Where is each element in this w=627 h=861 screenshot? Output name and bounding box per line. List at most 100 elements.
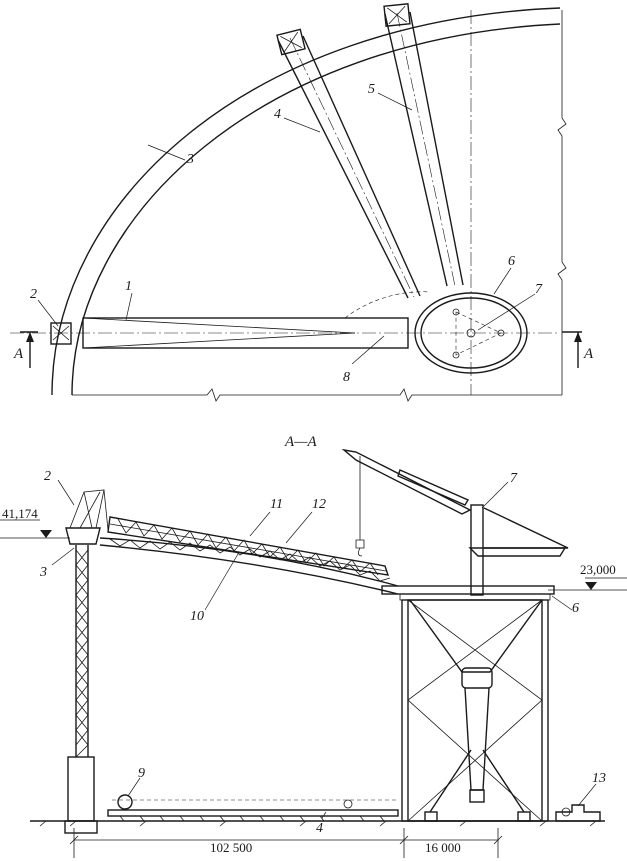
- truss-10-lower: [99, 544, 399, 595]
- platform-6-outer: [414, 292, 528, 374]
- truss-12-chord: [109, 523, 387, 572]
- mast-platform: [468, 547, 567, 557]
- support-frame-inner: [407, 599, 543, 822]
- tower-head-frame: [69, 489, 105, 529]
- label-4: 4: [274, 107, 281, 122]
- leader-2: [37, 299, 59, 327]
- section-marker-right: [562, 331, 582, 368]
- leg-foot-left: [424, 811, 438, 822]
- leader-4: [283, 117, 321, 133]
- tower-head-2: [65, 527, 101, 545]
- leg-struts: [429, 749, 525, 813]
- label-7: 7: [535, 282, 543, 297]
- s-leader-7: [481, 481, 509, 509]
- s-leader-9: [127, 777, 141, 797]
- platform-6-inner: [420, 297, 522, 369]
- s-label-12: 12: [312, 497, 326, 512]
- section-label-left: A: [13, 346, 24, 362]
- swing-arc-8: [344, 291, 431, 319]
- ring-joint-4: [276, 28, 306, 56]
- girder-1-taper-bottom: [82, 332, 356, 349]
- mast-7-node-c: [452, 351, 460, 359]
- ring-joint-5: [383, 3, 411, 27]
- tower-lattice: [75, 549, 89, 758]
- mast-7: [470, 504, 484, 596]
- s-leader-13: [577, 783, 597, 807]
- track-4: [107, 809, 399, 817]
- dimension-span: 102 500: [210, 840, 252, 855]
- s-leader-2: [57, 479, 75, 506]
- label-2: 2: [30, 287, 37, 302]
- truss-11-web: [117, 518, 379, 576]
- leader-6: [493, 267, 512, 295]
- dimension-ticks: [69, 835, 503, 845]
- bogie-small: [343, 799, 353, 809]
- elevation-top-value: 41,174: [2, 506, 38, 521]
- ring-inner-arc: [71, 23, 561, 396]
- s-label-6: 6: [572, 601, 579, 616]
- dimension-base: 16 000: [425, 840, 461, 855]
- girder-1-taper-top: [82, 317, 356, 334]
- jib-counterweight: [397, 469, 470, 506]
- winch-13-drum: [561, 807, 571, 817]
- mast-7-node-a: [452, 308, 460, 316]
- central-column: [464, 687, 490, 791]
- leader-5: [377, 92, 413, 111]
- truss-4-edge-a: [277, 39, 409, 299]
- leader-3: [147, 144, 186, 161]
- truss-5-edge-b: [409, 11, 464, 286]
- tower-base: [67, 756, 95, 822]
- hopper-top: [409, 599, 543, 673]
- s-label-7: 7: [510, 471, 518, 486]
- s-leader-6: [551, 595, 573, 611]
- truss-5-edge-a: [384, 13, 448, 287]
- truss-11-12: [107, 516, 390, 576]
- bogie-9: [117, 794, 133, 810]
- ring-support-2-cross: [52, 325, 70, 341]
- winch-13: [555, 804, 601, 822]
- truss-4-axis: [289, 37, 415, 298]
- plan-break-line-right: [557, 10, 567, 395]
- s-label-9: 9: [138, 766, 145, 781]
- s-leader-4: [321, 811, 327, 819]
- tower-foundation: [64, 820, 98, 834]
- mast-7-node-b: [497, 329, 505, 337]
- platform-6: [381, 585, 555, 595]
- s-label-10: 10: [190, 609, 204, 624]
- mast-7-triangle: [455, 311, 502, 356]
- s-leader-11: [249, 511, 271, 537]
- s-label-11: 11: [270, 497, 283, 512]
- plan-break-line-bottom: [72, 388, 562, 402]
- s-leader-10: [204, 553, 239, 611]
- column-foot: [469, 789, 485, 803]
- section-label-right: A: [583, 346, 594, 362]
- label-3: 3: [186, 152, 194, 167]
- s-leader-12: [285, 511, 313, 544]
- leader-1: [125, 292, 133, 321]
- s-label-3: 3: [39, 565, 47, 580]
- label-1: 1: [125, 279, 132, 294]
- s-label-4: 4: [316, 821, 323, 836]
- section-view: A—A 41,174: [0, 434, 627, 858]
- jib: [341, 448, 472, 515]
- ring-outer-arc: [51, 7, 561, 396]
- hook-block: [355, 539, 365, 557]
- support-bracing: [407, 599, 543, 822]
- ring-support-2: [50, 322, 72, 345]
- slewing-ring: [461, 667, 493, 689]
- mast-7-center: [466, 328, 476, 338]
- truss-4-edge-b: [302, 35, 421, 297]
- girder-1: [82, 317, 409, 349]
- tower-head-cable: [103, 489, 109, 531]
- s-label-2: 2: [44, 469, 51, 484]
- s-label-13: 13: [592, 771, 606, 786]
- label-8: 8: [343, 370, 350, 385]
- leader-8: [351, 335, 385, 365]
- leg-foot-right: [517, 811, 531, 822]
- leader-7: [477, 293, 536, 331]
- s-leader-3: [51, 547, 75, 566]
- ground-hatch: [39, 820, 597, 827]
- elevation-top-marker: [40, 530, 52, 538]
- label-6: 6: [508, 254, 515, 269]
